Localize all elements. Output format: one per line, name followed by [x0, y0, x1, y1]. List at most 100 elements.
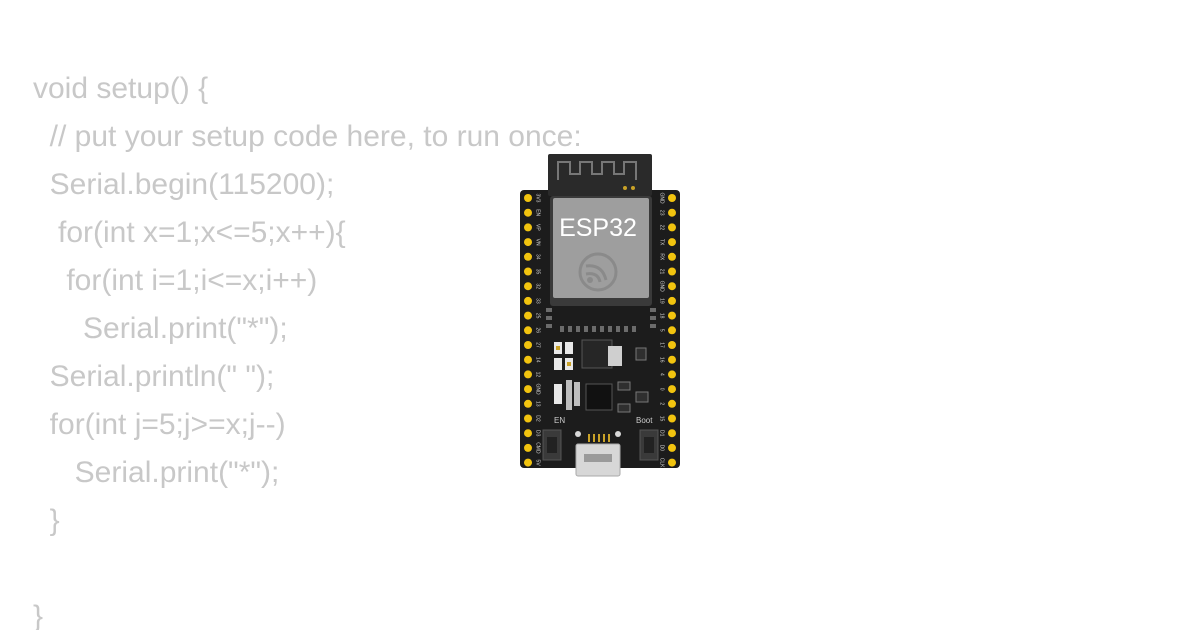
- esp32-board-svg: ESP32: [520, 154, 680, 477]
- right-pin-label-11: 16: [659, 357, 665, 363]
- left-pin-label-8: 25: [535, 313, 541, 319]
- right-pin-3[interactable]: [668, 238, 676, 247]
- code-line-10: }: [33, 504, 60, 537]
- left-pin-header: 3V3ENVPVN343532332526271412GND13D2D3CMD5…: [524, 194, 541, 467]
- left-pin-label-15: D2: [535, 415, 541, 422]
- left-pin-0[interactable]: [524, 194, 532, 202]
- left-pin-label-10: 27: [535, 342, 541, 348]
- antenna-trace: [557, 161, 637, 180]
- left-pin-11[interactable]: [524, 355, 532, 364]
- left-pin-13[interactable]: [524, 385, 532, 394]
- right-pin-label-13: 0: [659, 388, 665, 391]
- left-pin-9[interactable]: [524, 326, 532, 335]
- right-pin-6[interactable]: [668, 282, 676, 291]
- right-pin-17[interactable]: [668, 443, 676, 452]
- left-pin-2[interactable]: [524, 223, 532, 232]
- right-pin-13[interactable]: [668, 385, 676, 394]
- right-pin-1[interactable]: [668, 208, 676, 217]
- right-pin-label-1: 23: [659, 210, 665, 216]
- right-pin-8[interactable]: [668, 311, 676, 320]
- code-line-7: Serial.println(" ");: [33, 360, 275, 393]
- right-pin-label-18: CLK: [659, 458, 665, 468]
- right-pin-label-3: TX: [659, 239, 665, 246]
- right-pin-11[interactable]: [668, 355, 676, 364]
- right-pin-10[interactable]: [668, 341, 676, 349]
- left-pin-4[interactable]: [524, 252, 532, 261]
- chip-label: ESP32: [559, 214, 637, 242]
- right-pin-2[interactable]: [668, 223, 676, 232]
- left-pin-17[interactable]: [524, 443, 532, 452]
- code-line-8: for(int j=5;j>=x;j--): [33, 408, 286, 441]
- en-button-label: EN: [554, 416, 565, 425]
- left-pin-18[interactable]: [524, 458, 532, 467]
- left-pin-1[interactable]: [524, 208, 532, 217]
- left-pin-label-14: 13: [535, 401, 541, 407]
- left-pin-label-16: D3: [535, 430, 541, 437]
- left-pin-label-17: CMD: [535, 442, 541, 454]
- right-pin-label-14: 2: [659, 402, 665, 405]
- right-pin-15[interactable]: [668, 414, 676, 423]
- esp32-devkit-board[interactable]: ESP32: [510, 150, 690, 480]
- right-pin-0[interactable]: [668, 194, 676, 202]
- right-pin-14[interactable]: [668, 399, 676, 408]
- left-pin-label-9: 26: [535, 328, 541, 334]
- right-pin-12[interactable]: [668, 370, 676, 379]
- espressif-logo-icon: [578, 252, 618, 292]
- en-button[interactable]: [542, 429, 562, 461]
- right-pin-label-9: 5: [659, 329, 665, 332]
- code-line-2: // put your setup code here, to run once…: [33, 120, 582, 153]
- left-pin-5[interactable]: [524, 267, 532, 276]
- code-line-4: for(int x=1;x<=5;x++){: [33, 216, 346, 249]
- right-pin-label-15: 15: [659, 416, 665, 422]
- right-pin-18[interactable]: [668, 458, 676, 467]
- left-pin-10[interactable]: [524, 341, 532, 349]
- right-pin-label-10: 17: [659, 342, 665, 348]
- left-pin-label-18: 5V: [535, 460, 541, 467]
- micro-usb-port[interactable]: [575, 431, 621, 477]
- right-pin-label-6: GND: [659, 281, 665, 293]
- right-pin-label-8: 18: [659, 313, 665, 319]
- left-pin-label-11: 14: [535, 357, 541, 363]
- right-pin-label-4: RX: [659, 253, 665, 261]
- code-line-1: void setup() {: [33, 72, 209, 105]
- left-pin-7[interactable]: [524, 296, 532, 305]
- left-pin-6[interactable]: [524, 282, 532, 291]
- code-line-5: for(int i=1;i<=x;i++): [33, 264, 318, 297]
- esp32-shield: [553, 198, 649, 298]
- code-line-12: }: [33, 600, 44, 630]
- right-pin-9[interactable]: [668, 326, 676, 335]
- left-pin-12[interactable]: [524, 370, 532, 379]
- left-pin-label-3: VN: [535, 239, 541, 246]
- code-line-6: Serial.print("*");: [33, 312, 288, 345]
- board-components: [554, 339, 649, 413]
- code-line-3: Serial.begin(115200);: [33, 168, 335, 201]
- left-pin-15[interactable]: [524, 414, 532, 423]
- left-pin-label-12: 12: [535, 372, 541, 378]
- left-pin-8[interactable]: [524, 311, 532, 320]
- left-pin-3[interactable]: [524, 238, 532, 247]
- left-pin-label-6: 32: [535, 283, 541, 289]
- right-pin-4[interactable]: [668, 252, 676, 261]
- right-pin-label-12: 4: [659, 373, 665, 376]
- right-pin-16[interactable]: [668, 429, 676, 438]
- boot-button-label: Boot: [636, 416, 653, 425]
- right-pin-7[interactable]: [668, 296, 676, 305]
- code-line-9: Serial.print("*");: [33, 456, 280, 489]
- left-pin-label-5: 35: [535, 269, 541, 275]
- boot-button[interactable]: [639, 429, 659, 461]
- right-pin-label-5: 21: [659, 269, 665, 275]
- left-pin-label-1: EN: [535, 209, 541, 216]
- right-pin-label-7: 19: [659, 298, 665, 304]
- left-pin-14[interactable]: [524, 399, 532, 408]
- left-pin-label-4: 34: [535, 254, 541, 260]
- module-pads: [546, 308, 656, 332]
- left-pin-label-0: 3V3: [535, 194, 541, 203]
- right-pin-label-16: D1: [659, 430, 665, 437]
- left-pin-label-7: 33: [535, 298, 541, 304]
- right-pin-5[interactable]: [668, 267, 676, 276]
- left-pin-label-2: VP: [535, 224, 541, 231]
- right-pin-label-17: D0: [659, 445, 665, 452]
- left-pin-16[interactable]: [524, 429, 532, 438]
- right-pin-label-0: GND: [659, 192, 665, 204]
